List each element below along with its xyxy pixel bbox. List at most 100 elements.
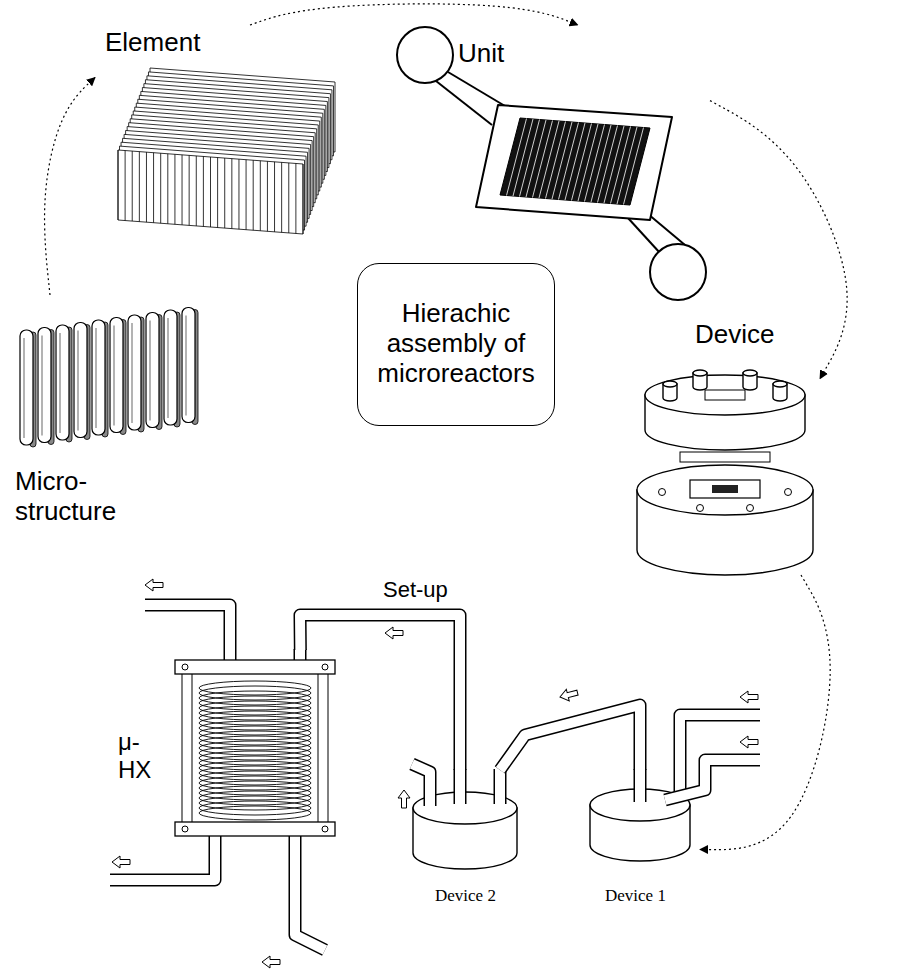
tube-connector bbox=[500, 705, 640, 770]
bolt-hole bbox=[697, 505, 704, 512]
part-label: Unit bbox=[458, 39, 504, 69]
hx-tube bbox=[295, 834, 325, 950]
plate bbox=[56, 325, 69, 440]
tube-wall bbox=[454, 769, 467, 804]
plate-edge bbox=[24, 338, 25, 438]
plate bbox=[110, 318, 123, 433]
tube-wall bbox=[412, 764, 430, 806]
part-label: Element bbox=[105, 28, 200, 58]
hx-post bbox=[182, 672, 192, 824]
channel-line bbox=[182, 155, 183, 225]
assembly-arrow bbox=[45, 78, 95, 296]
plate-stack bbox=[680, 452, 770, 462]
tube-wall bbox=[634, 769, 647, 802]
channel-line bbox=[160, 153, 161, 223]
tube-bore bbox=[412, 764, 430, 806]
tube-wall bbox=[500, 705, 640, 770]
tube-bore bbox=[455, 769, 465, 804]
plate-edge bbox=[132, 323, 133, 423]
flow-arrow bbox=[385, 627, 403, 639]
hx-outlet-tube bbox=[145, 605, 230, 662]
box-title: Hierachic assembly of microreactors bbox=[377, 299, 534, 389]
microstructure-drawing bbox=[20, 308, 198, 448]
channel-line bbox=[174, 154, 175, 224]
tube-bore bbox=[665, 760, 760, 800]
channel-line bbox=[203, 156, 204, 226]
device-lid bbox=[645, 375, 805, 450]
channel-line bbox=[224, 158, 225, 228]
channel-line bbox=[146, 152, 147, 222]
plate-edge bbox=[78, 331, 79, 431]
base-cavity bbox=[690, 480, 760, 498]
cylinder-top bbox=[743, 370, 757, 376]
channel-line bbox=[295, 163, 296, 233]
inlet-port bbox=[397, 27, 453, 83]
channel-line bbox=[238, 159, 239, 229]
channel-line bbox=[210, 157, 211, 227]
channel-line bbox=[132, 151, 133, 221]
plate-edge bbox=[150, 321, 151, 421]
fin-block bbox=[500, 118, 650, 205]
chip-slot bbox=[712, 485, 738, 493]
tube-wall bbox=[110, 834, 215, 880]
neck-line bbox=[448, 72, 505, 106]
dotted-arrow-line bbox=[250, 4, 578, 25]
channel-line bbox=[196, 156, 197, 226]
fin bbox=[118, 150, 303, 234]
cylinder-top bbox=[773, 381, 787, 387]
neck-line bbox=[436, 81, 492, 125]
assembly-arrow bbox=[250, 4, 578, 25]
bolt-hole bbox=[785, 489, 792, 496]
tube-bore bbox=[300, 615, 460, 770]
tube-bore bbox=[110, 834, 215, 880]
plate bbox=[38, 328, 51, 443]
hx-tube bbox=[110, 834, 215, 880]
bolt bbox=[182, 826, 188, 832]
tube-bore bbox=[500, 705, 640, 770]
channel-line bbox=[281, 162, 282, 232]
part-label: Device bbox=[695, 320, 774, 350]
channel-line bbox=[189, 155, 190, 225]
coil-turn bbox=[199, 806, 311, 820]
tube-bore bbox=[145, 605, 230, 662]
channel-line bbox=[167, 154, 168, 224]
hx-flange bbox=[175, 660, 335, 674]
device-picture: Device bbox=[630, 320, 820, 575]
channel-line bbox=[274, 162, 275, 232]
channel-line bbox=[267, 161, 268, 231]
tube-connector bbox=[300, 615, 460, 770]
fitting bbox=[693, 370, 707, 390]
cylinder-top bbox=[645, 375, 805, 415]
flow-arrow bbox=[559, 687, 579, 703]
channel-line bbox=[246, 160, 247, 230]
channel-line bbox=[217, 158, 218, 228]
plate-edge bbox=[186, 316, 187, 416]
part-label: μ- HX bbox=[118, 728, 151, 783]
plate bbox=[146, 313, 159, 428]
part-label: Micro- structure bbox=[15, 467, 116, 527]
assembly-arrow bbox=[700, 575, 830, 850]
bolt bbox=[322, 664, 328, 670]
device-2-picture: Device 2 bbox=[405, 770, 530, 920]
setup-drawing bbox=[110, 579, 760, 968]
inlet-tube bbox=[665, 760, 760, 800]
flow-arrow bbox=[398, 790, 410, 808]
neck-line bbox=[648, 214, 685, 245]
dotted-arrow-line bbox=[45, 78, 95, 296]
tube-stub bbox=[500, 769, 501, 804]
channel-line bbox=[231, 159, 232, 229]
tube-wall bbox=[665, 760, 760, 800]
hx-flange bbox=[175, 822, 335, 836]
channel-line bbox=[260, 161, 261, 231]
plate bbox=[128, 315, 141, 430]
part-label: Device 1 bbox=[605, 886, 666, 906]
tube-wall bbox=[145, 605, 230, 662]
flow-arrow bbox=[262, 956, 280, 968]
unit-plate bbox=[476, 105, 672, 220]
channel-line bbox=[118, 150, 119, 220]
plate bbox=[164, 310, 177, 425]
plate bbox=[74, 323, 87, 438]
device-base bbox=[637, 465, 813, 575]
channel-line bbox=[125, 151, 126, 221]
